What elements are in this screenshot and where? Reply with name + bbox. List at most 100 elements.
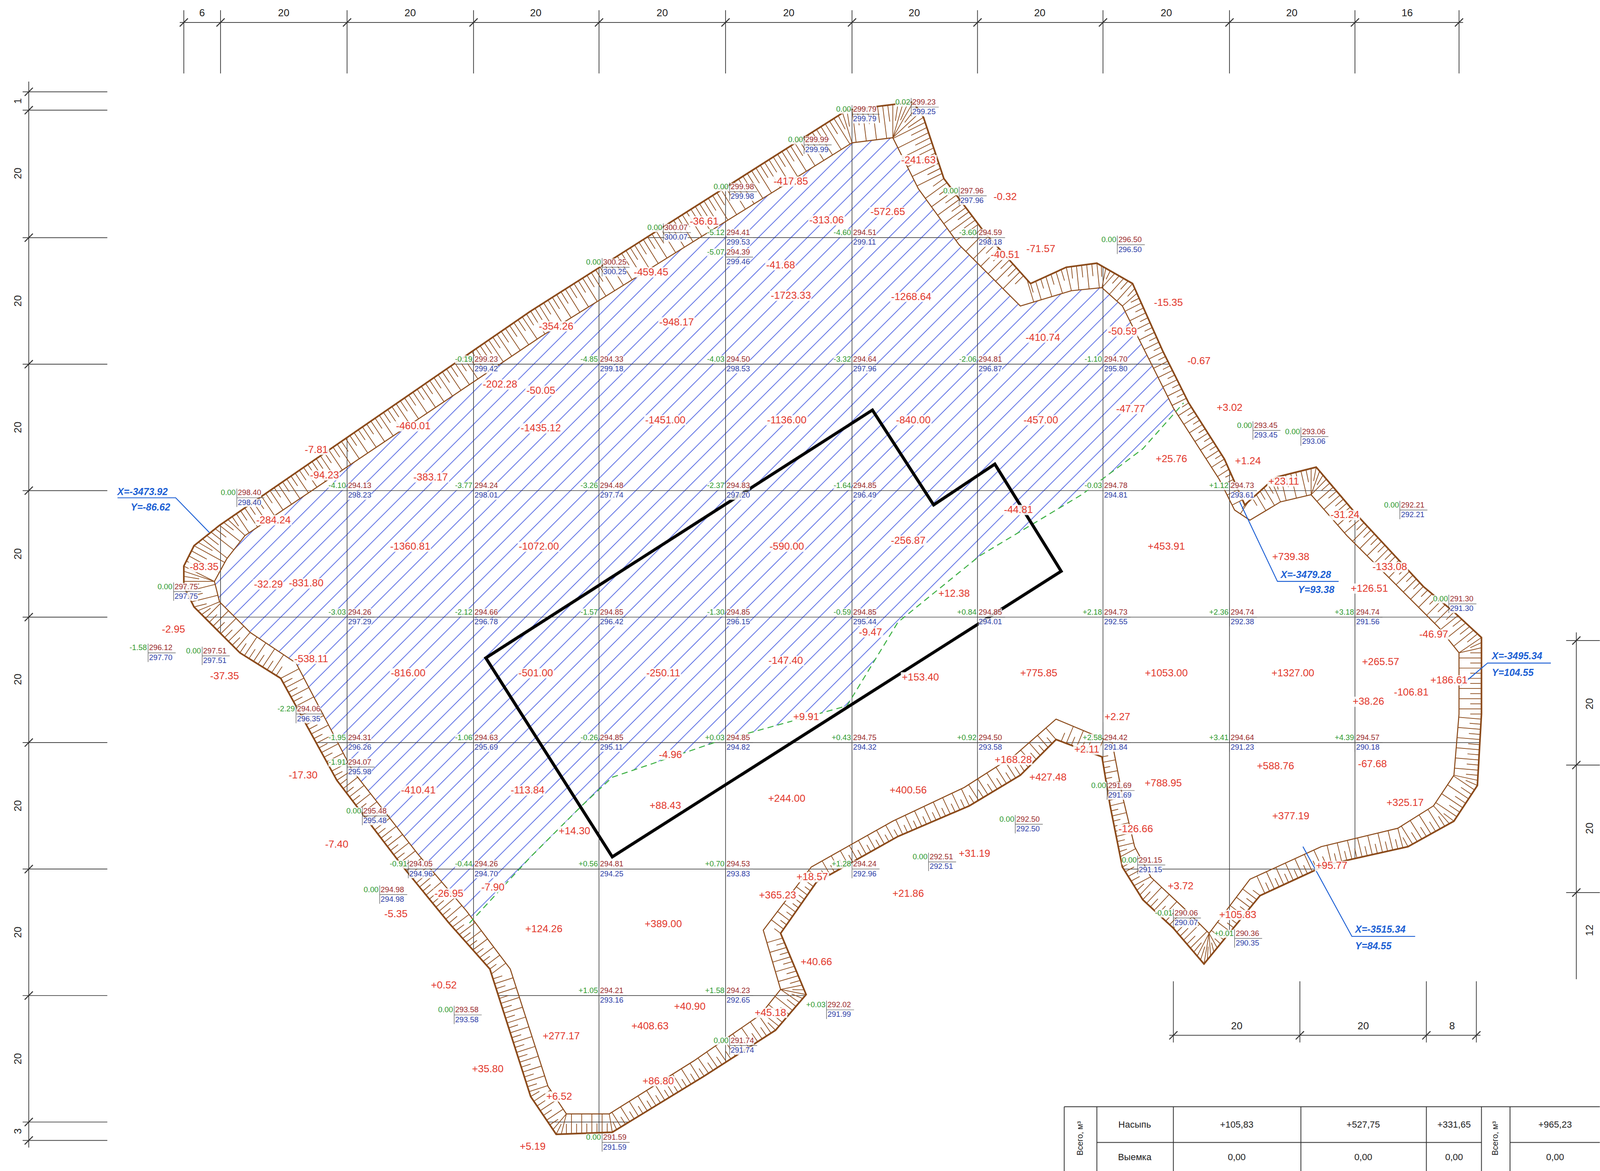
slope-tick [1149,351,1164,359]
slope-tick [570,1114,572,1135]
slope-tick [513,322,529,345]
slope-tick [1374,843,1378,854]
point-underline [473,742,501,743]
table-rule [1509,1106,1511,1171]
slope-tick [455,924,465,932]
slope-tick [1397,828,1403,849]
grid-line [102,363,1531,365]
slope-tick [1198,428,1206,434]
table-cell: Всего, м³ [1076,1121,1085,1156]
slope-tick [1344,851,1347,861]
design-elevation: 292.50 [1016,815,1040,824]
slope-tick [489,964,497,970]
point-underline [725,256,754,258]
slope-tick [1364,846,1368,857]
slope-tick [638,1106,643,1114]
slope-tick [1158,356,1166,361]
slope-tick [1005,772,1012,782]
work-mark: -3.32 [833,355,852,364]
work-mark: 0.00 [999,815,1015,824]
slope-tick [473,938,488,951]
work-mark: 0.00 [346,807,362,815]
slope-tick [1468,733,1480,735]
slope-tick [455,363,470,385]
slope-tick [581,1114,583,1134]
slope-hatching [183,102,1482,1135]
grid [102,61,1531,1171]
slope-tick [943,207,966,224]
work-mark: 0.00 [647,223,663,232]
work-mark: -3.60 [958,229,977,237]
slope-tick [1193,942,1202,952]
slope-tick [508,1024,519,1028]
point-underline [598,363,627,365]
slope-tick [791,994,804,999]
point-underline [1399,509,1428,511]
dimension-line [1426,981,1428,1043]
slope-tick [777,154,786,167]
slope-tick [1313,467,1317,481]
dimension-line [24,1118,33,1127]
slope-tick [1459,626,1470,635]
slope-tick [257,655,265,665]
slope-tick [1187,411,1195,416]
volume-value: -47.77 [1115,403,1147,414]
existing-elevation: 292.55 [1104,618,1128,626]
dimension-line [22,109,108,111]
design-elevation: 294.13 [348,482,372,490]
slope-tick [768,159,777,173]
callout-leader [1461,663,1551,686]
slope-tick [445,905,462,920]
point-underline [347,766,375,768]
design-elevation: 299.79 [853,105,877,113]
slope-tick [698,1068,704,1077]
slope-tick [484,343,492,354]
volume-value: -106.81 [1392,687,1430,698]
table-cell: 0,00 [1546,1153,1565,1163]
volume-value: -0.67 [1186,355,1212,366]
slope-tick [923,806,932,823]
slope-tick [224,629,233,638]
work-mark: -0.01 [1154,909,1173,917]
slope-tick [867,835,876,850]
dimension-text: 20 [404,8,416,19]
slope-tick [1015,275,1024,285]
volume-value: -9.47 [857,627,884,638]
work-mark: 0.00 [585,258,601,267]
existing-elevation: 297.74 [600,491,624,500]
dimension-line [28,81,30,1148]
work-mark: 0.00 [1121,856,1137,864]
slope-tick [1344,518,1361,534]
slope-tick [366,423,374,435]
slope-tick [620,1106,630,1122]
table-cell: Выемка [1117,1153,1152,1163]
slope-tick [1035,281,1042,300]
volume-value: -1072.00 [517,541,561,552]
slope-tick [1086,264,1090,290]
volume-value: +365.23 [758,890,798,901]
design-elevation: 294.21 [600,986,624,995]
slope-tick [780,920,787,925]
slope-tick [290,687,309,698]
design-elevation: 299.99 [805,136,829,144]
dimension-line [851,10,853,74]
dimension-text: 20 [1357,1021,1369,1032]
volume-value: +168.28 [993,754,1033,765]
slope-tick [248,649,256,659]
design-elevation: 295.48 [363,807,387,815]
work-mark: +2.58 [1082,733,1102,742]
slope-tick [459,922,476,935]
point-underline [1448,603,1477,604]
existing-elevation: 295.48 [363,817,387,825]
slope-tick [620,1116,626,1125]
slope-tick [1354,848,1358,859]
slope-tick [295,473,309,494]
slope-tick [313,734,323,739]
point-underline [598,490,627,491]
slope-tick [1125,866,1135,872]
slope-tick [560,291,569,304]
slope-tick [968,784,979,801]
dimension-line [1350,18,1360,27]
grid-line [977,61,978,1171]
slope-tick [1215,454,1222,459]
